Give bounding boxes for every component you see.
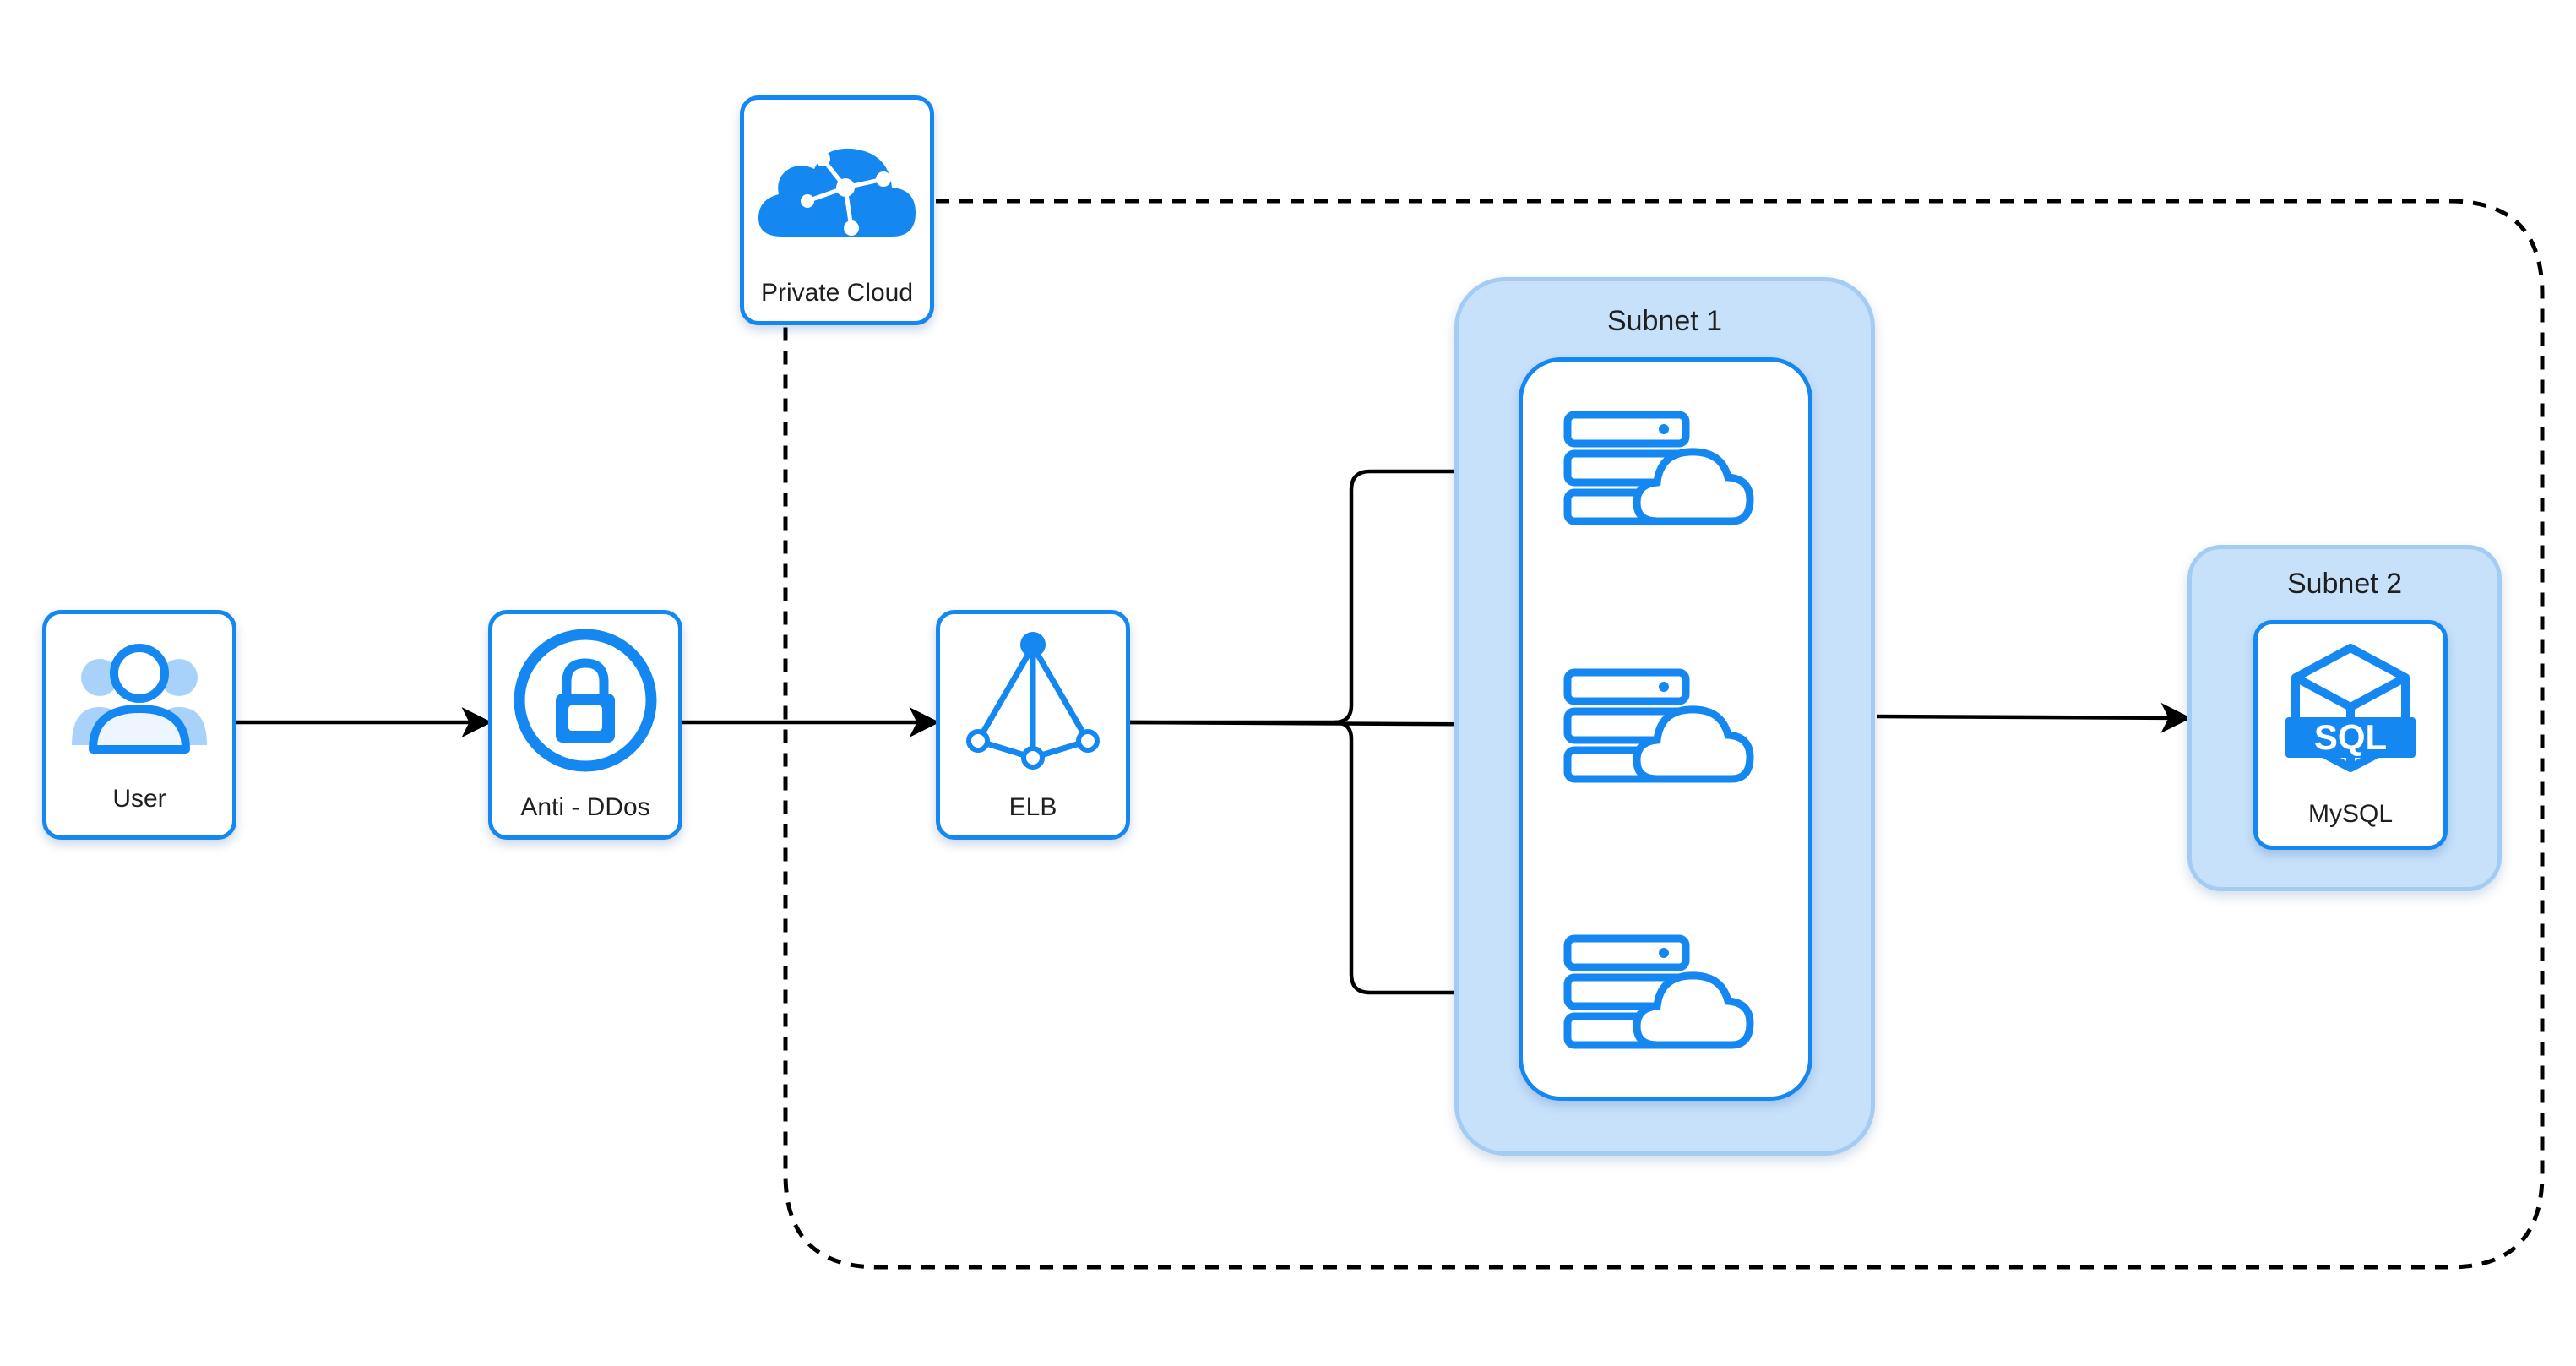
lock-icon bbox=[514, 629, 657, 772]
cloud-server-icon bbox=[1563, 411, 1754, 525]
private-cloud-boundary bbox=[783, 199, 2545, 1270]
mysql-node[interactable]: SQL MySQL bbox=[2253, 620, 2448, 850]
anti-ddos-node[interactable]: Anti - DDos bbox=[488, 610, 682, 840]
private-cloud-node[interactable]: Private Cloud bbox=[740, 95, 934, 325]
mysql-label: MySQL bbox=[2307, 800, 2394, 828]
elb-label: ELB bbox=[1008, 793, 1057, 821]
arrow-subnet1-to-subnet2 bbox=[1876, 702, 2192, 733]
subnet-1-title: Subnet 1 bbox=[1606, 305, 1723, 337]
elb-node[interactable]: ELB bbox=[936, 610, 1130, 840]
private-cloud-label: Private Cloud bbox=[760, 279, 914, 307]
sql-database-icon: SQL bbox=[2285, 644, 2416, 772]
cloud-server-icon bbox=[1563, 934, 1754, 1049]
user-label: User bbox=[112, 785, 166, 813]
anti-ddos-label: Anti - DDos bbox=[520, 793, 650, 821]
arrow-elb-to-server-3 bbox=[1334, 720, 1571, 1008]
cloud-server-icon bbox=[1563, 668, 1754, 783]
users-icon bbox=[72, 644, 207, 754]
private-cloud-icon bbox=[758, 148, 916, 237]
subnet-2-title: Subnet 2 bbox=[2286, 568, 2403, 600]
user-node[interactable]: User bbox=[42, 610, 236, 840]
load-balancer-icon bbox=[966, 632, 1100, 770]
svg-text:SQL: SQL bbox=[2314, 717, 2387, 757]
